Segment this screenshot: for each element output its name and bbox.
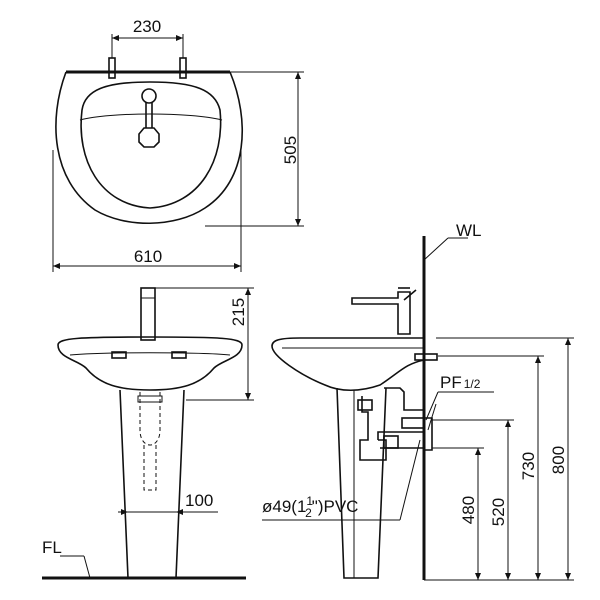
top-faucet-hole [141, 88, 157, 104]
front-overflow-right [171, 351, 187, 359]
dim-pedestal: 100 [185, 491, 213, 510]
wall-label: WL [456, 221, 482, 240]
top-view: 230 505 610 [52, 17, 304, 272]
dim-520: 520 [489, 498, 508, 526]
front-pedestal [119, 389, 185, 579]
side-faucet [351, 291, 411, 335]
front-view: 215 100 FL [42, 287, 254, 580]
dim-faucet-height: 215 [229, 298, 248, 326]
front-basin [57, 336, 243, 391]
dim-480: 480 [459, 496, 478, 524]
top-tap-left [108, 57, 116, 79]
dim-800: 800 [549, 446, 568, 474]
side-basin [271, 337, 425, 392]
side-trap [359, 396, 387, 461]
side-supply-valve [401, 417, 425, 429]
front-overflow-left [111, 351, 127, 359]
top-drain [138, 127, 160, 148]
top-basin-rim-line [79, 113, 223, 121]
dim-730: 730 [519, 452, 538, 480]
dim-faucet-spacing: 230 [133, 17, 161, 36]
top-tap-right [179, 57, 187, 79]
dim-depth: 505 [281, 136, 300, 164]
dim-width: 610 [134, 247, 162, 266]
floor-label: FL [42, 538, 62, 557]
top-basin-inner [80, 81, 222, 209]
front-hidden-trap [139, 392, 161, 446]
side-pedestal [336, 387, 387, 579]
top-basin-outer [55, 71, 244, 225]
front-faucet [140, 287, 156, 341]
